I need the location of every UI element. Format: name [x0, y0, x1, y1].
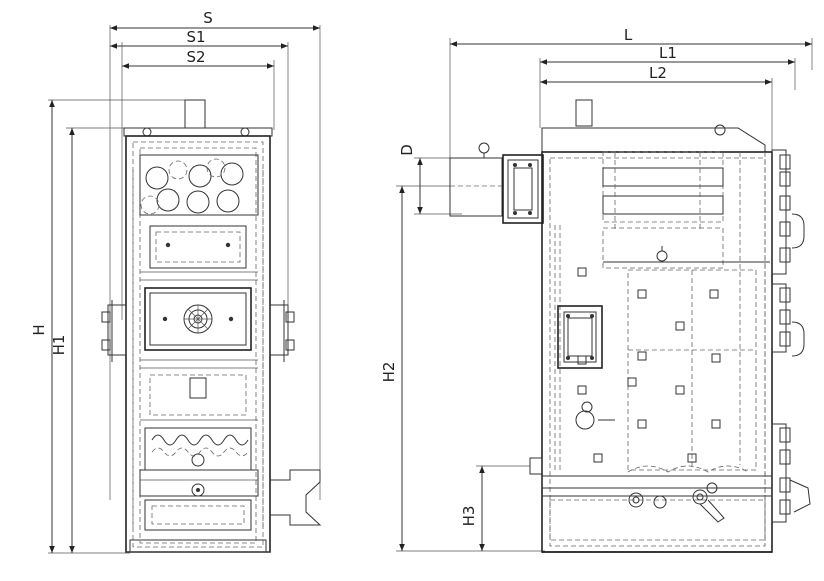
label-s: S	[203, 9, 213, 27]
bottom-door	[144, 499, 252, 531]
front-view: S S1 S2 H H1	[30, 9, 322, 554]
dim-d: D	[398, 144, 462, 215]
boiler-body-side	[541, 151, 773, 553]
dim-l1: L1	[539, 44, 796, 128]
gauge-icon	[656, 250, 668, 262]
label-l1: L1	[659, 44, 677, 62]
return-pipe-front	[270, 469, 322, 526]
dim-s2: S2	[122, 48, 275, 130]
air-regulator-icon	[183, 304, 213, 334]
hinge-right	[269, 300, 295, 362]
top-cover	[541, 127, 766, 153]
dim-h2: H2	[380, 185, 545, 552]
label-d: D	[398, 144, 416, 156]
dim-l: L	[449, 26, 813, 160]
label-l2: L2	[649, 64, 667, 82]
sensor-icon	[575, 410, 595, 430]
side-view: L L1 L2 D H2 H3	[380, 26, 813, 553]
thermometer-icon	[478, 142, 490, 154]
flue-pipe	[449, 142, 544, 224]
lower-door-handle	[789, 479, 811, 513]
dim-h: H	[30, 99, 185, 554]
top-plate	[123, 127, 273, 137]
flue-stub	[184, 99, 206, 129]
label-s2: S2	[186, 48, 205, 66]
door-hinges-right	[771, 149, 811, 523]
upper-door-handle	[791, 213, 805, 249]
dim-h3: H3	[460, 465, 530, 551]
drain-ports	[628, 482, 725, 523]
label-s1: S1	[186, 28, 205, 46]
label-l: L	[624, 26, 633, 44]
label-h1: H1	[50, 335, 68, 356]
drain-valve-icon	[191, 483, 205, 497]
safety-valve-stub	[575, 99, 593, 127]
dim-s: S	[109, 9, 321, 500]
exchanger-tubes	[140, 158, 244, 215]
hinge-left	[101, 300, 127, 362]
loading-door	[144, 287, 252, 351]
return-pipe-side	[529, 457, 543, 475]
upper-cleaning-door	[139, 154, 259, 216]
label-h: H	[30, 324, 48, 335]
inspection-door	[557, 305, 603, 369]
label-h3: H3	[460, 506, 478, 527]
stay-bolts	[577, 267, 721, 463]
flue-flange	[502, 154, 544, 224]
upper-door-plate	[149, 225, 247, 269]
dim-s1: S1	[110, 28, 289, 320]
dim-l2: L2	[540, 64, 773, 150]
dim-h1: H1	[50, 127, 130, 553]
grate-bars	[151, 434, 249, 457]
label-h2: H2	[380, 362, 398, 383]
middle-door-handle	[791, 321, 805, 357]
